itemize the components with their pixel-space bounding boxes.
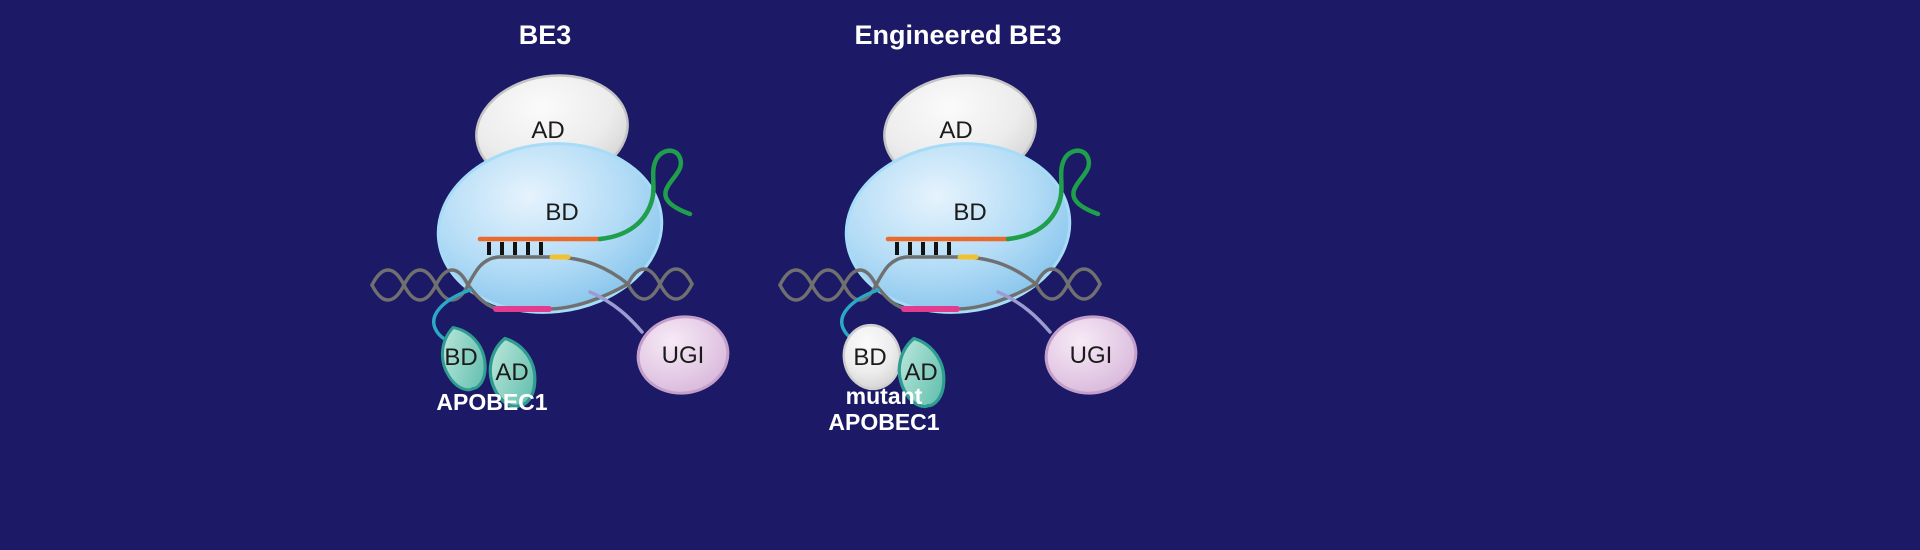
ugi-shape bbox=[1044, 315, 1138, 395]
dna-helix-right-strand-b bbox=[626, 267, 694, 301]
apobec-bd-leaf-shape bbox=[440, 325, 487, 392]
sgrna-scaffold-loop bbox=[1005, 148, 1101, 242]
ugi-linker bbox=[588, 290, 644, 334]
engineered-be3-panel: Engineered BE3 AD BD bbox=[778, 20, 1138, 435]
ugi-linker bbox=[996, 290, 1052, 334]
base-pair-ticks bbox=[487, 242, 543, 255]
ugi-label: UGI bbox=[1070, 342, 1113, 369]
apobec-ad-leaf-shape bbox=[488, 336, 537, 409]
apobec-bd-label: BD bbox=[444, 344, 477, 371]
dna-helix-right-strand-b bbox=[1034, 267, 1102, 301]
dna-helix-left-strand-a bbox=[370, 268, 470, 302]
cas9-bd-label: BD bbox=[545, 199, 578, 226]
cas9-ad-label: AD bbox=[939, 117, 972, 144]
cas9-ad-label: AD bbox=[531, 117, 564, 144]
be3-panel: BE3 AD BD bbox=[370, 20, 730, 415]
apobec-ad-label: AD bbox=[495, 359, 528, 386]
cas9-bd-label: BD bbox=[953, 199, 986, 226]
ugi-shape bbox=[636, 315, 730, 395]
apobec-ad-leaf-shape bbox=[897, 336, 946, 409]
mutant-apobec-name-line2: APOBEC1 bbox=[828, 409, 939, 435]
apobec-ad-label: AD bbox=[904, 359, 937, 386]
mutant-apobec-name-line1: mutant bbox=[846, 383, 923, 409]
base-pair-ticks bbox=[895, 242, 951, 255]
apobec-mutant-bd-shape bbox=[842, 323, 902, 391]
dna-helix-left-strand-a bbox=[778, 268, 878, 302]
be3-title: BE3 bbox=[519, 20, 572, 50]
apobec-bd-label: BD bbox=[853, 344, 886, 371]
sgrna-scaffold-loop bbox=[597, 148, 693, 242]
apobec-name-label: APOBEC1 bbox=[436, 389, 547, 415]
ugi-label: UGI bbox=[662, 342, 705, 369]
engineered-be3-title: Engineered BE3 bbox=[854, 20, 1061, 50]
